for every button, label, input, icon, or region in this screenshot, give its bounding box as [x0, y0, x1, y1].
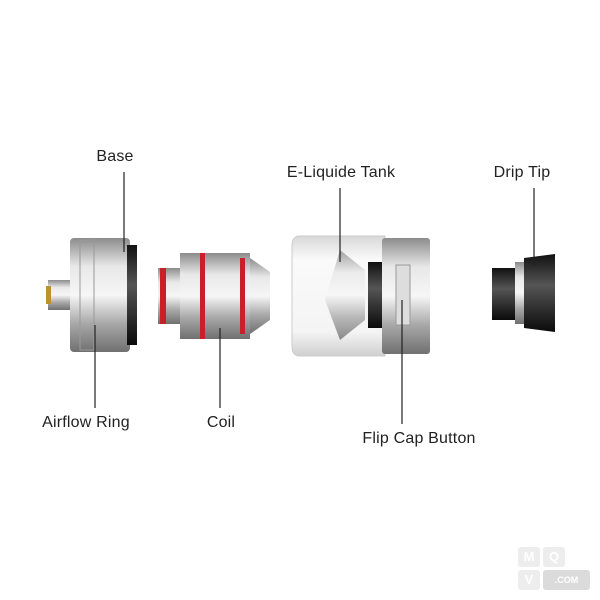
coil-part: [158, 253, 270, 339]
label-drip-tip: Drip Tip: [493, 164, 551, 181]
base-part: [46, 238, 137, 352]
watermark-v: V: [518, 570, 540, 590]
label-coil: Coil: [206, 414, 236, 431]
watermark-com: .COM: [543, 570, 590, 590]
leader-lines: [94, 172, 535, 424]
label-airflow-ring: Airflow Ring: [42, 414, 130, 431]
watermark-q: Q: [543, 547, 565, 567]
label-flip-cap: Flip Cap Button: [362, 430, 476, 447]
tank-part: [291, 235, 430, 357]
label-base: Base: [96, 148, 134, 165]
label-tank: E-Liquide Tank: [286, 164, 396, 181]
watermark-m: M: [518, 547, 540, 567]
drip-tip-part: [492, 254, 555, 332]
watermark-logo: M Q V .COM: [518, 547, 590, 590]
